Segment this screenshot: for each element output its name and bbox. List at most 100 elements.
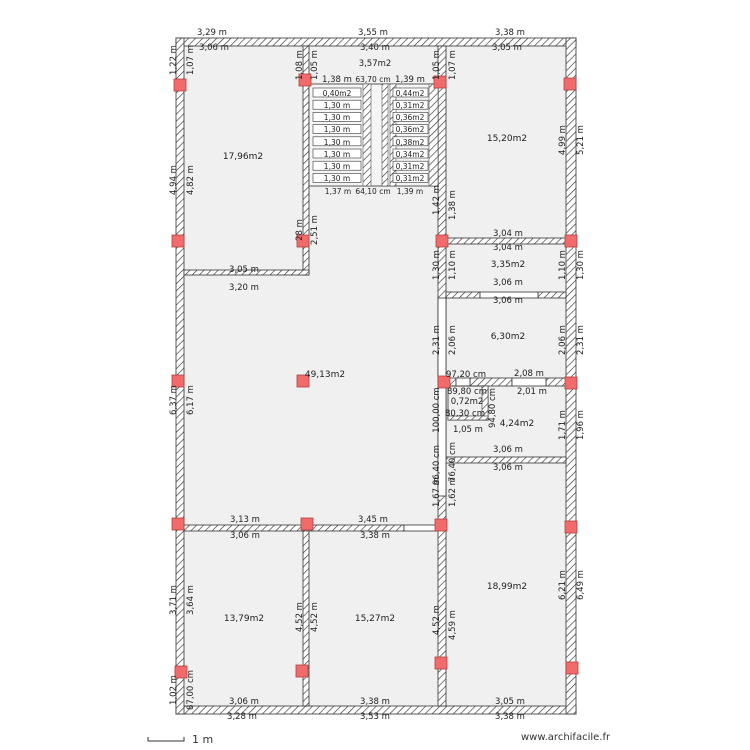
stair-step (312, 160, 362, 171)
dimension-label: 4,59 m (448, 610, 458, 640)
stair-step (392, 136, 429, 147)
dimension-label: 3,71 m (169, 585, 179, 615)
dimension-label: 6,37 m (169, 385, 179, 415)
room-area-label: 17,96m2 (223, 152, 263, 162)
dimension-label: 0,31m2 (396, 101, 425, 110)
dimension-label: 64,10 cm (355, 187, 390, 196)
pillar (171, 234, 185, 248)
dimension-label: 1,37 m (325, 187, 351, 196)
dimension-label: 94,80 cm (488, 388, 498, 428)
dimension-label: 3,45 m (358, 515, 388, 525)
dimension-label: 3,06 m (493, 463, 523, 473)
pillar (295, 664, 309, 678)
dimension-label: 63,70 cm (355, 75, 390, 84)
dimension-label: 3,06 m (199, 43, 229, 53)
pillar (173, 78, 187, 92)
stair-step (392, 99, 429, 110)
stair-stringer (389, 83, 397, 187)
dimension-label: 5,21 m (576, 125, 586, 155)
stair-step (312, 136, 362, 147)
dimension-label: 2,06 m (448, 325, 458, 355)
room-area-label: 3,35m2 (491, 260, 526, 270)
pillar (171, 517, 185, 531)
dimension-label: 3,05 m (495, 697, 525, 707)
dimension-label: 0,40m2 (323, 89, 352, 98)
dimension-label: 0,34m2 (396, 150, 425, 159)
scale-bar (147, 737, 185, 742)
stair-step (312, 173, 362, 183)
dimension-label: 3,20 m (229, 283, 259, 293)
room-area-label: 49,13m2 (305, 370, 345, 380)
stair-step (312, 148, 362, 159)
dimension-label: 3,05 m (492, 43, 522, 53)
dimension-label: 1,08 m (295, 50, 305, 80)
dimension-label: 1,30 m (324, 174, 350, 183)
wall (183, 269, 310, 276)
pillar (564, 234, 578, 248)
pillar (437, 375, 451, 389)
dimension-label: 87,00 cm (186, 670, 196, 710)
wall (445, 291, 481, 299)
dimension-label: 3,38 m (360, 697, 390, 707)
dimension-label: 3,28 m (227, 712, 257, 722)
closet-wall (447, 415, 489, 421)
dimension-label: 4,94 m (169, 165, 179, 195)
dimension-label: 1,30 m (324, 150, 350, 159)
dimension-label: 3,06 m (230, 531, 260, 541)
dimension-label: 3,04 m (493, 243, 523, 253)
dimension-label: 4,52 m (310, 602, 320, 632)
dimension-label: 1,10 m (558, 250, 568, 280)
dimension-label: 80,30 cm (445, 409, 485, 419)
dimension-label: 3,06 m (493, 296, 523, 306)
dimension-label: 0,31m2 (396, 174, 425, 183)
pillar (434, 656, 448, 670)
dimension-label: 2,06 m (558, 325, 568, 355)
dimension-label: 3,06 m (493, 278, 523, 288)
dimension-label: 3,38 m (360, 531, 390, 541)
dimension-label: 3,04 m (493, 229, 523, 239)
pillar (171, 374, 185, 388)
dimension-label: 3,38 m (495, 712, 525, 722)
dimension-label: 100,00 cm (432, 387, 442, 432)
stair-step (392, 173, 429, 183)
dimension-label: 28 m (295, 219, 305, 241)
dimension-label: 89,80 cm (447, 387, 487, 397)
pillar (300, 517, 314, 531)
dimension-label: 0,44m2 (396, 89, 425, 98)
stair-step (312, 112, 362, 122)
pillar (435, 234, 449, 248)
stair-step (312, 124, 362, 134)
opening (403, 524, 439, 532)
dimension-label: 1,22 m (169, 45, 179, 75)
dimension-label: 3,64 m (186, 585, 196, 615)
wall (545, 377, 567, 387)
scale-label: 1 m (192, 733, 214, 746)
dimension-label: 1,39 m (395, 75, 425, 85)
opening (479, 291, 539, 299)
pillar (564, 520, 578, 534)
wall (537, 291, 567, 299)
dimension-label: 2,31 m (432, 325, 442, 355)
staircase (308, 83, 439, 187)
dimension-label: 1,30 m (324, 113, 350, 122)
stair-stringer (362, 83, 372, 187)
stair-stringer (428, 83, 439, 187)
pillar (433, 75, 447, 89)
dimension-label: 4,99 m (558, 125, 568, 155)
stair-step (312, 87, 362, 98)
dimension-label: 3,13 m (230, 515, 260, 525)
stair-step (392, 87, 429, 98)
dimension-label: 0,36m2 (396, 125, 425, 134)
dimension-label: 1,38 m (322, 75, 352, 85)
pillar (564, 376, 578, 390)
dimension-label: 0,38m2 (396, 138, 425, 147)
stair-step (392, 112, 429, 122)
pillar (298, 73, 312, 87)
pillar (434, 518, 448, 532)
dimension-label: 76,40 cm (448, 442, 458, 482)
dimension-label: 1,38 m (448, 190, 458, 220)
dimension-label: 3,53 m (360, 712, 390, 722)
dimension-label: 1,30 m (324, 125, 350, 134)
dimension-label: 4,82 m (186, 165, 196, 195)
